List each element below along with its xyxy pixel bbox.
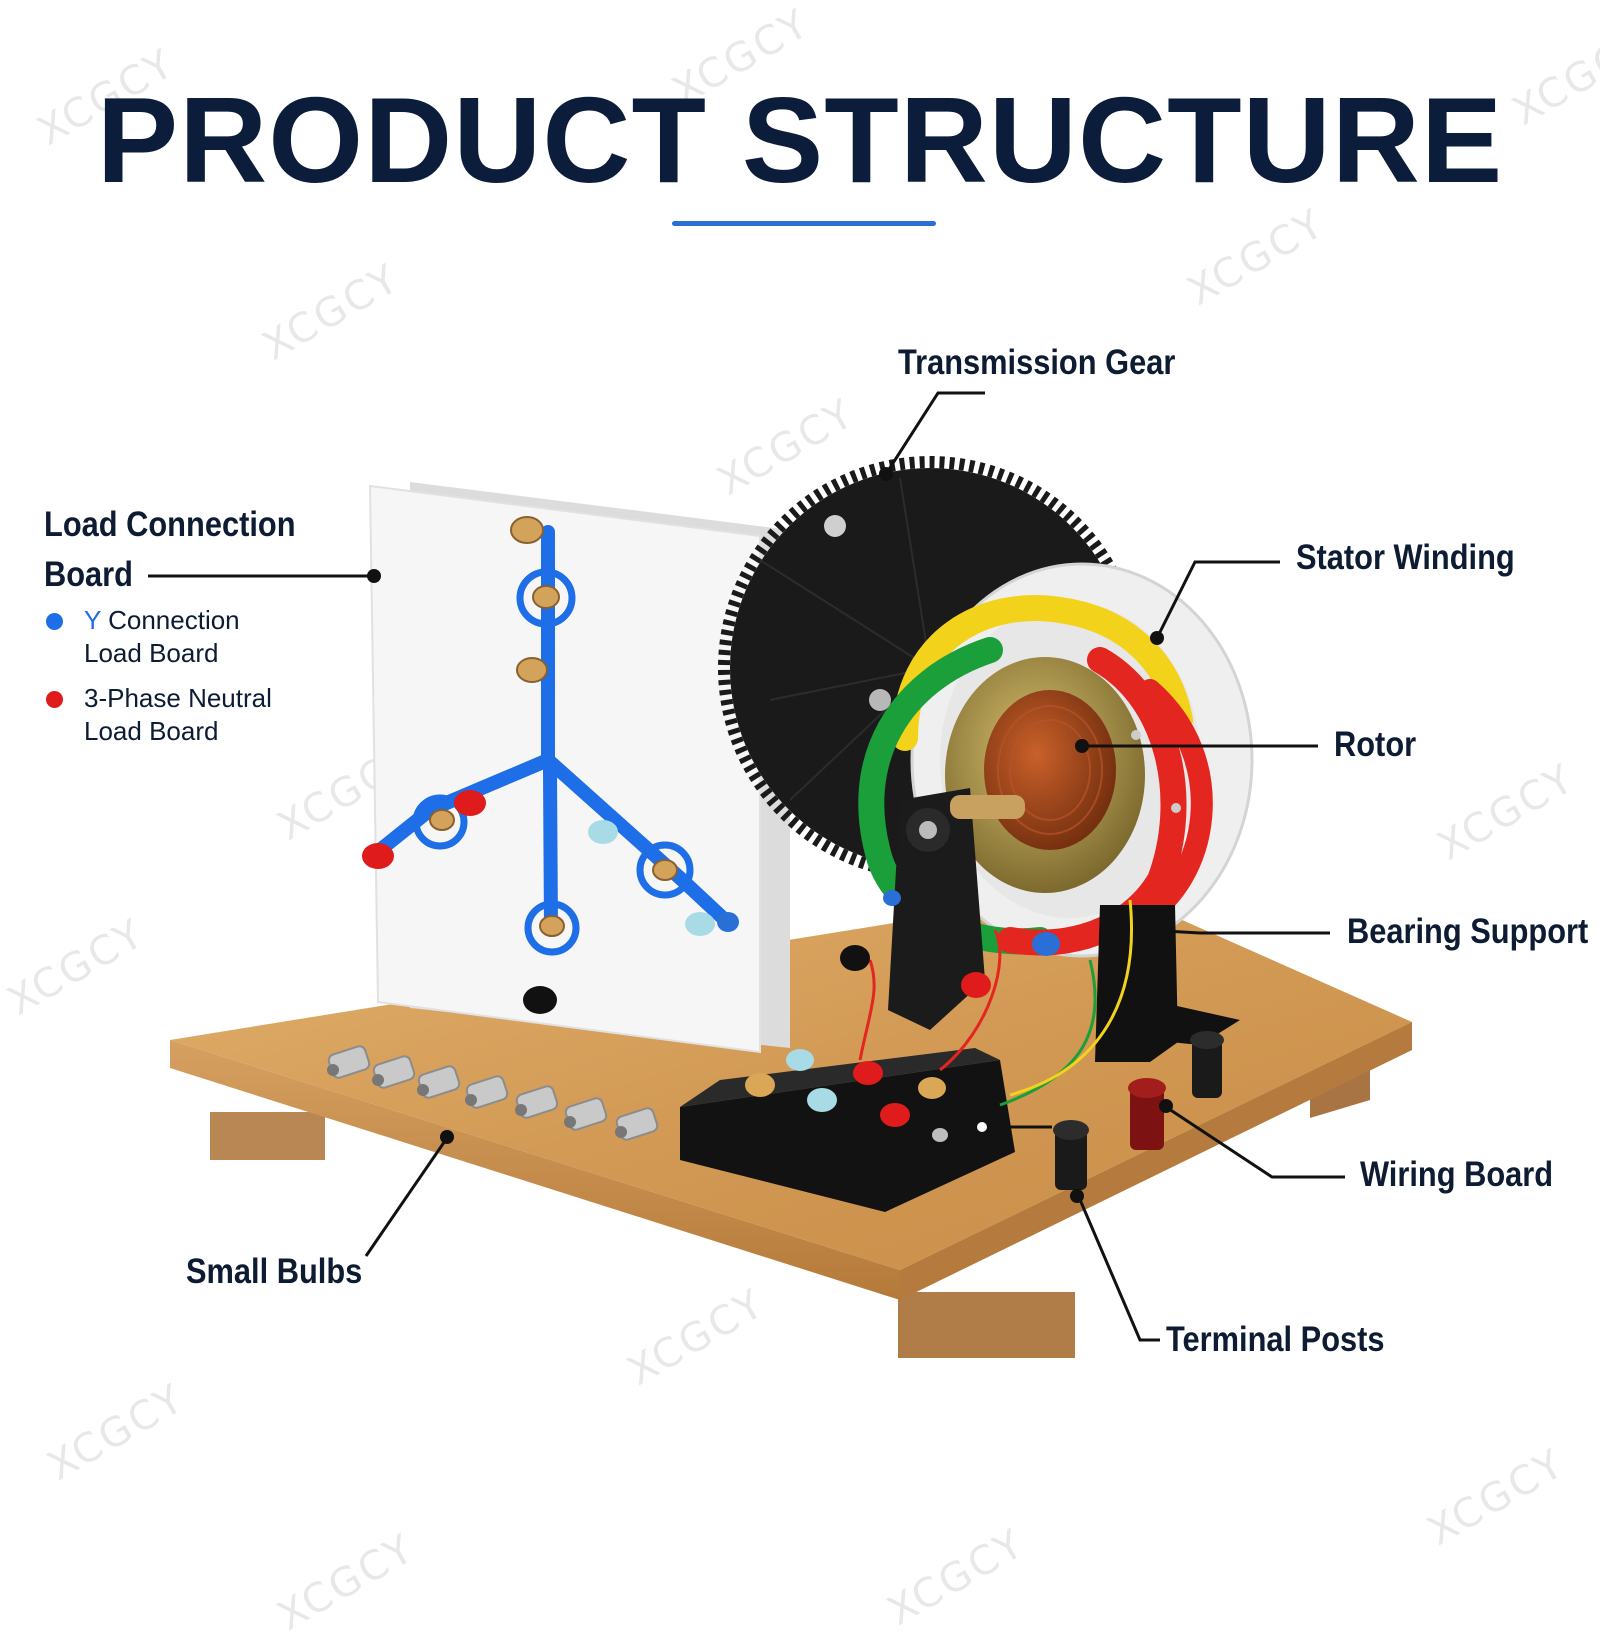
legend-dot-blue (46, 613, 63, 630)
leader-lines (148, 391, 1345, 1342)
base-feet (210, 1060, 1370, 1358)
label-bearing-support: Bearing Support (1347, 912, 1589, 951)
label-wiring-board: Wiring Board (1360, 1155, 1554, 1194)
label-small-bulbs: Small Bulbs (186, 1252, 363, 1291)
legend-three-phase: 3-Phase Neutral Load Board (46, 682, 344, 748)
wiring-board (680, 1048, 1015, 1212)
legend-y-rest: Connection (100, 605, 240, 635)
legend-y-prefix: Y (84, 605, 101, 635)
label-transmission-gear: Transmission Gear (898, 343, 1176, 382)
stator-winding (858, 562, 1254, 958)
legend-dot-red (46, 691, 63, 708)
wires (858, 899, 1133, 1107)
label-terminal-posts: Terminal Posts (1166, 1320, 1385, 1359)
legend-three-phase-line2: Load Board (84, 716, 219, 746)
label-load-connection-board: Load Connection Board (44, 505, 296, 594)
load-connection-board (362, 482, 790, 1054)
legend-y-line1: Y Connection (84, 604, 344, 637)
bearing-support (888, 788, 1240, 1062)
title-underline (672, 221, 936, 226)
label-stator-winding: Stator Winding (1296, 538, 1515, 577)
legend-y-line2: Load Board (84, 638, 219, 668)
legend-y-connection: Y Connection Load Board (46, 604, 344, 670)
terminal-posts (1053, 1031, 1224, 1190)
legend-three-phase-line1: 3-Phase Neutral (84, 683, 272, 713)
leader-dots (367, 467, 1173, 1203)
small-bulbs (327, 1045, 659, 1141)
label-rotor: Rotor (1334, 725, 1417, 764)
generator-illustration (148, 391, 1412, 1358)
page-title: PRODUCT STRUCTURE (96, 72, 1504, 208)
